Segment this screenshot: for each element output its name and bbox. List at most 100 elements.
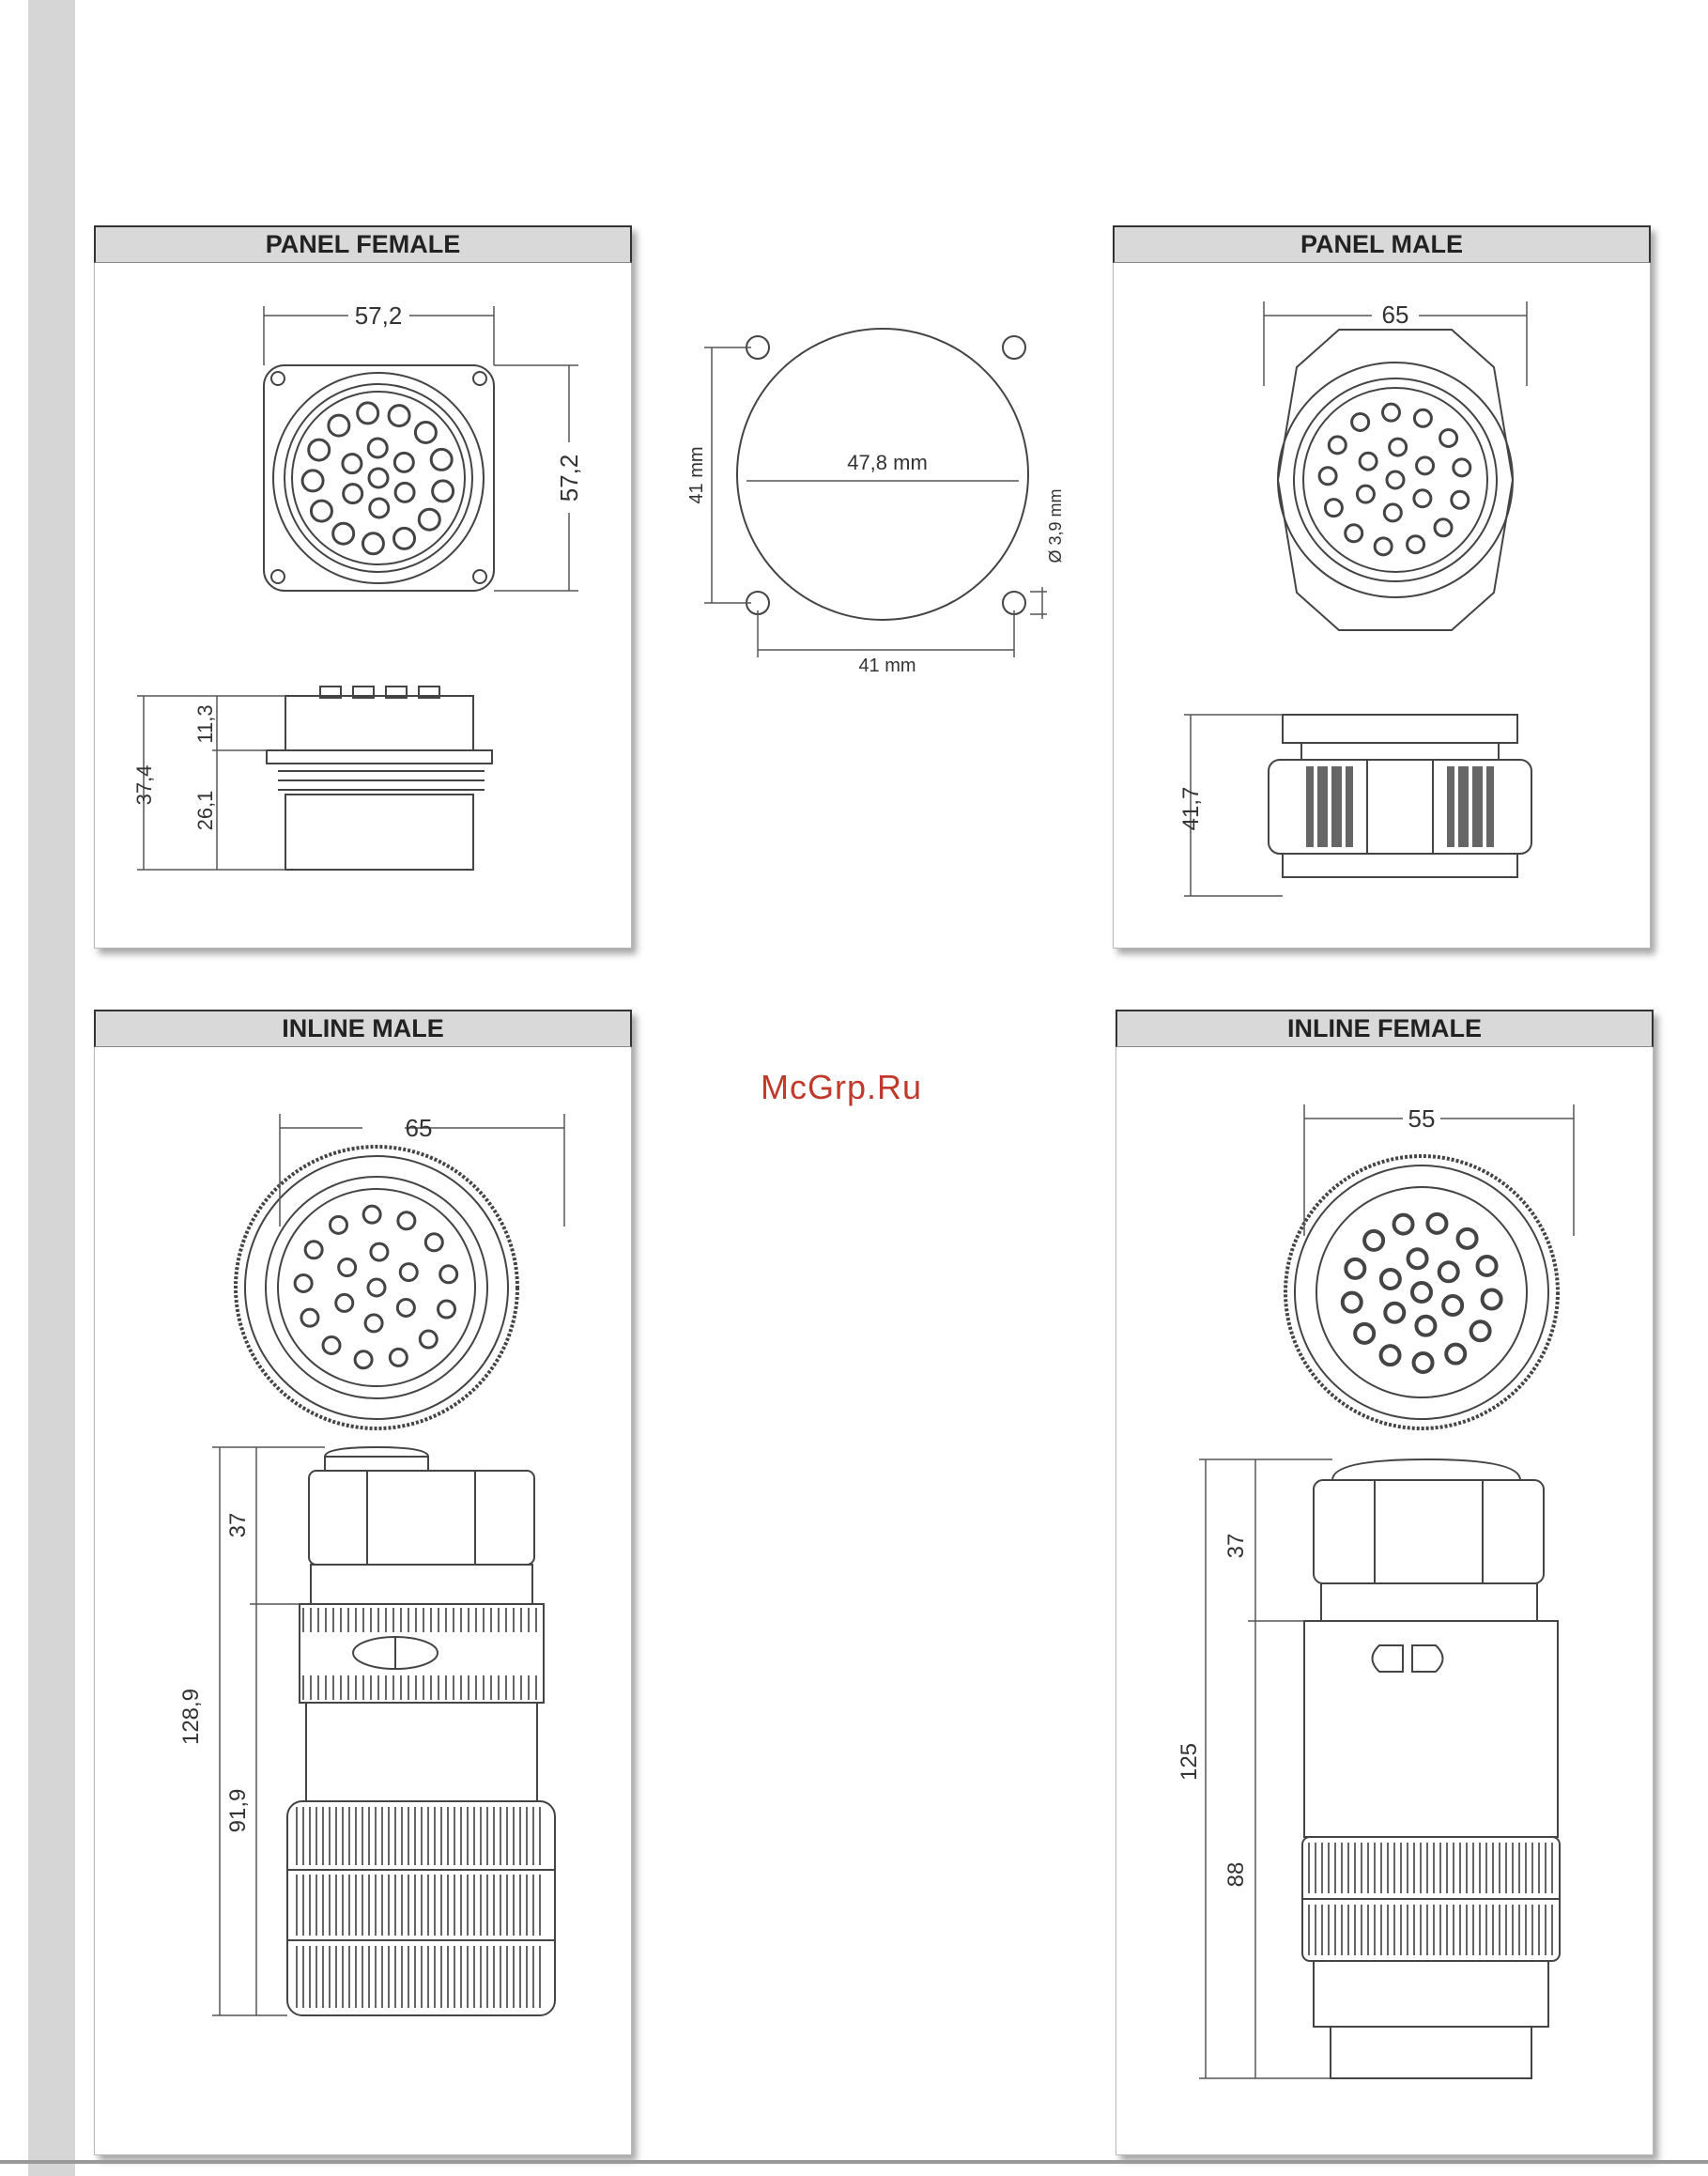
if-length-top: 37 (1223, 1534, 1249, 1559)
contact-pin (1483, 1289, 1501, 1308)
contact-pin (390, 1349, 407, 1366)
inline-female-drawing: 55 125 37 88 (1116, 1011, 1654, 2156)
contact-pin (1443, 1296, 1462, 1315)
inline-male-card: INLINE MALE 65 (94, 1010, 632, 2155)
cutout-height-dim: 41 mm (686, 446, 707, 503)
contact-pin (1416, 1317, 1435, 1335)
cutout-circle (737, 329, 1028, 620)
contact-pin (365, 1315, 382, 1332)
contact-pin (1343, 1293, 1362, 1312)
contact-pin (433, 481, 454, 502)
pf-width-dim: 57,2 (355, 301, 403, 330)
coupling-body (1304, 1621, 1558, 1837)
gland-nut (1314, 1480, 1544, 1583)
contact-pin (1414, 490, 1431, 507)
contact-pin (371, 1243, 388, 1260)
side-flange (1283, 715, 1517, 743)
contact-pin (331, 1216, 347, 1233)
contact-pin (1435, 519, 1452, 536)
pf-side-total-dim: 37,4 (132, 765, 156, 806)
contact-pin (1384, 504, 1401, 521)
contact-pin (1352, 413, 1369, 430)
mount-hole (473, 372, 486, 385)
contact-pin (1412, 1283, 1431, 1302)
contact-pin (397, 1299, 414, 1316)
inline-male-drawing: 65 128,9 37 91,9 (95, 1011, 633, 2156)
im-diameter-dim: 65 (406, 1114, 433, 1142)
contact-pin (358, 403, 378, 424)
contact-pin (362, 533, 383, 554)
panel-male-drawing: 65 41,7 (1114, 226, 1652, 949)
gland-nut (309, 1471, 534, 1565)
side-flange (267, 750, 492, 764)
hex-flange (1278, 330, 1513, 630)
contact-pin (439, 1301, 455, 1318)
pf-side-top-dim: 11,3 (193, 704, 217, 743)
contact-pin (1346, 1259, 1364, 1278)
contact-pin (1458, 1229, 1477, 1248)
if-length-bottom: 88 (1223, 1862, 1249, 1888)
contact-pin (329, 415, 349, 436)
if-diameter-dim: 55 (1408, 1104, 1436, 1133)
watermark: McGrp.Ru (761, 1068, 922, 1107)
contact-pin (368, 1279, 385, 1296)
contact-pin (1471, 1321, 1490, 1340)
pm-diameter-dim: 65 (1382, 301, 1409, 329)
im-length-total: 128,9 (178, 1689, 204, 1745)
contact-pin (1346, 525, 1362, 542)
contact-pin (311, 501, 331, 521)
mount-hole (473, 570, 486, 583)
knurled-ring (1285, 1156, 1558, 1428)
cutout-diameter-dim: 47,8 mm (847, 451, 928, 474)
contact-pin (1319, 468, 1336, 485)
mount-hole (271, 372, 285, 385)
cutout-width-dim: 41 mm (858, 656, 916, 676)
contact-pin (1381, 1270, 1400, 1289)
page-bottom-rule (0, 2160, 1708, 2164)
contact-pin (394, 453, 413, 471)
contact-pin (1452, 491, 1469, 508)
contact-pin (419, 509, 439, 530)
contact-pin (1381, 1346, 1400, 1365)
im-length-top: 37 (225, 1513, 251, 1538)
contact-pin (420, 1331, 437, 1348)
side-body-top (285, 696, 473, 750)
contact-pin (1325, 500, 1342, 517)
contact-pin (333, 523, 354, 544)
contact-pin (425, 1234, 442, 1251)
contact-pin (370, 499, 389, 517)
outer-ring (1278, 363, 1513, 597)
side-body-bottom (285, 795, 473, 870)
contact-pin (415, 422, 436, 442)
inline-female-card: INLINE FEMALE 55 (1116, 1010, 1654, 2155)
contact-pin (431, 449, 452, 470)
contact-pin (398, 1212, 415, 1229)
contact-pin (1355, 1324, 1374, 1343)
contact-pin (1329, 437, 1346, 454)
contact-pin (309, 440, 330, 460)
contact-pin (1383, 404, 1400, 421)
flange-outline (264, 365, 494, 591)
contact-pin (1454, 459, 1470, 476)
contact-pin (336, 1294, 353, 1311)
pm-length-dim: 41,7 (1178, 787, 1204, 831)
contact-pin (1385, 1304, 1404, 1322)
contact-pin (305, 1242, 322, 1258)
im-length-bottom: 91,9 (225, 1789, 251, 1833)
contact-pin (1427, 1214, 1446, 1233)
cutout-hole (1003, 336, 1025, 359)
contact-pin (1478, 1257, 1497, 1275)
contact-pin (302, 471, 323, 491)
contact-pin (368, 439, 387, 457)
contact-pin (1446, 1345, 1465, 1364)
contact-pin (1390, 439, 1407, 455)
contact-pin (400, 1264, 417, 1281)
mount-hole (271, 570, 285, 583)
contact-pin (1439, 1262, 1458, 1281)
contact-pin (363, 1206, 380, 1223)
contact-pin (301, 1309, 318, 1326)
contact-pin (369, 469, 388, 487)
pf-height-dim: 57,2 (555, 455, 583, 502)
panel-female-drawing: 57,2 57,2 37,4 11,3 26,1 (95, 226, 633, 949)
contact-pin (339, 1259, 356, 1276)
